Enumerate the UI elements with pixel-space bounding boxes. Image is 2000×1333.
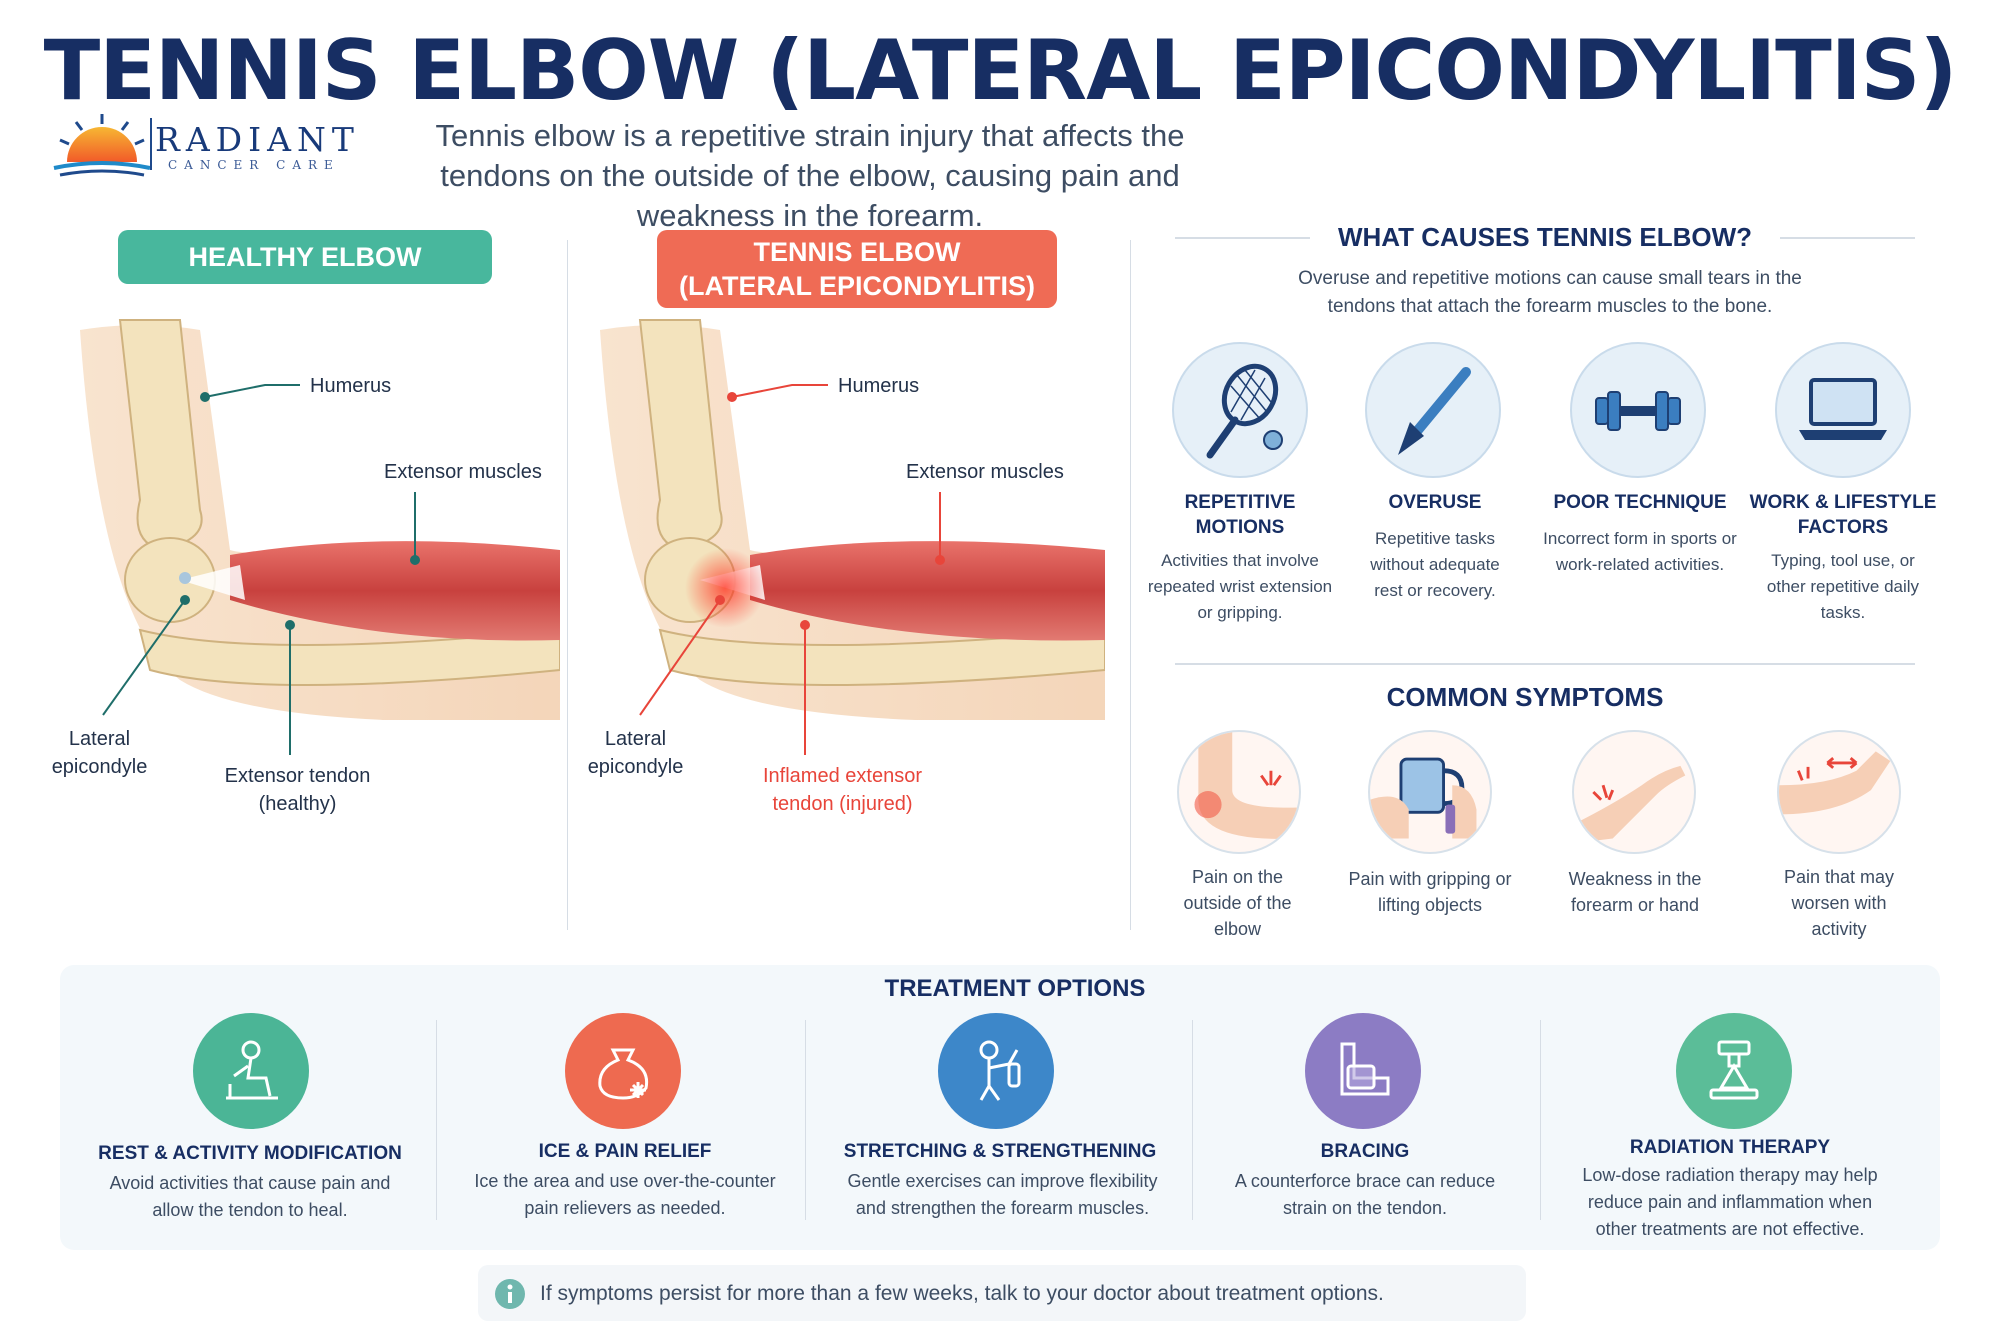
treatment-title-5: RADIATION THERAPY <box>1629 1137 1831 1158</box>
column-divider-2 <box>1130 240 1131 930</box>
cause-text-1: Activities that involve repeated wrist e… <box>1147 551 1333 622</box>
cause-text-3: Incorrect form in sports or work-related… <box>1543 529 1737 574</box>
cause-title-3: POOR TECHNIQUE <box>1553 492 1727 513</box>
causes-heading: WHAT CAUSES TENNIS ELBOW? <box>1337 222 1753 252</box>
symptom-text-4: Pain that may worsen with activity <box>1783 867 1895 939</box>
treatment-text-2: Ice the area and use over-the-counter pa… <box>474 1171 776 1218</box>
symptom-text-3: Weakness in the forearm or hand <box>1568 869 1702 915</box>
healthy-lateral-epicondyle-label: Lateral epicondyle <box>51 728 148 778</box>
stretching-person-icon <box>938 1013 1054 1129</box>
treatment-title-1: REST & ACTIVITY MODIFICATION <box>98 1143 402 1164</box>
treatment-text-1: Avoid activities that cause pain and all… <box>109 1173 391 1220</box>
gripping-mug-icon <box>1368 730 1492 854</box>
paintbrush-icon <box>1365 342 1501 478</box>
treatment-title-2: ICE & PAIN RELIEF <box>538 1141 712 1162</box>
resting-person-icon <box>193 1013 309 1129</box>
cause-title-2: OVERUSE <box>1388 492 1482 513</box>
treatment-text-3: Gentle exercises can improve flexibility… <box>847 1171 1158 1218</box>
treatment-title-3: STRETCHING & STRENGTHENING <box>843 1141 1157 1162</box>
footer-note <box>478 1265 1526 1321</box>
section-divider <box>1175 663 1915 665</box>
page-title: TENNIS ELBOW (LATERAL EPICONDYLITIS) <box>43 22 1958 119</box>
healthy-humerus-label: Humerus <box>310 375 392 397</box>
tennis-elbow-illustration <box>600 319 1105 720</box>
arm-activity-pain-icon <box>1777 730 1901 854</box>
treatment-divider-2 <box>805 1020 806 1220</box>
inflamed-tendon-label: Inflamed extensor tendon (injured) <box>763 765 922 815</box>
weak-hand-icon <box>1572 730 1696 854</box>
tennis-elbow-banner-line1: TENNIS ELBOW <box>753 237 961 267</box>
info-icon <box>495 1279 525 1309</box>
logo-divider <box>150 118 152 170</box>
cause-title-4: WORK & LIFESTYLE FACTORS <box>1749 492 1937 538</box>
causes-description: Overuse and repetitive motions can cause… <box>1298 268 1802 317</box>
logo-name: RADIANT <box>155 120 360 159</box>
elbow-pain-icon <box>1177 730 1301 854</box>
healthy-elbow-illustration <box>80 319 560 720</box>
cause-text-2: Repetitive tasks without adequate rest o… <box>1370 529 1500 600</box>
cause-text-4: Typing, tool use, or other repetitive da… <box>1766 551 1920 622</box>
treatment-text-4: A counterforce brace can reduce strain o… <box>1234 1171 1496 1218</box>
column-divider <box>567 240 568 930</box>
healthy-extensor-tendon-label: Extensor tendon (healthy) <box>224 765 371 815</box>
ice-pack-icon <box>565 1013 681 1129</box>
tennis-lateral-epicondyle-label: Lateral epicondyle <box>587 728 684 778</box>
treatment-divider-1 <box>436 1020 437 1220</box>
tennis-elbow-banner: TENNIS ELBOW (LATERAL EPICONDYLITIS) <box>657 230 1057 308</box>
treatment-divider-4 <box>1540 1020 1541 1220</box>
healthy-elbow-banner: HEALTHY ELBOW <box>118 230 492 284</box>
intro-text: Tennis elbow is a repetitive strain inju… <box>435 118 1185 233</box>
treatment-text-5: Low-dose radiation therapy may help redu… <box>1582 1165 1878 1239</box>
footer-text: If symptoms persist for more than a few … <box>540 1282 1384 1305</box>
cause-title-1: REPETITIVE MOTIONS <box>1184 492 1296 538</box>
symptom-text-1: Pain on the outside of the elbow <box>1183 867 1292 939</box>
sunrise-logo-icon <box>53 114 151 177</box>
treatment-divider-3 <box>1192 1020 1193 1220</box>
laptop-icon <box>1775 342 1911 478</box>
causes-heading-rule-left <box>1175 237 1310 239</box>
tennis-extensor-muscles-label: Extensor muscles <box>906 461 1064 483</box>
healthy-extensor-muscles-label: Extensor muscles <box>384 461 542 483</box>
logo-subtitle: CANCER CARE <box>168 158 340 172</box>
radiation-machine-icon <box>1676 1013 1792 1129</box>
dumbbell-icon <box>1570 342 1706 478</box>
tennis-humerus-label: Humerus <box>838 375 920 397</box>
treatment-heading: TREATMENT OPTIONS <box>884 975 1146 1002</box>
tennis-racket-icon <box>1172 342 1308 478</box>
tennis-elbow-banner-line2: (LATERAL EPICONDYLITIS) <box>679 271 1035 301</box>
elbow-brace-icon <box>1305 1013 1421 1129</box>
symptoms-heading: COMMON SYMPTOMS <box>1386 682 1664 712</box>
causes-heading-rule-right <box>1780 237 1915 239</box>
treatment-title-4: BRACING <box>1320 1141 1410 1162</box>
symptom-text-2: Pain with gripping or lifting objects <box>1348 869 1512 915</box>
